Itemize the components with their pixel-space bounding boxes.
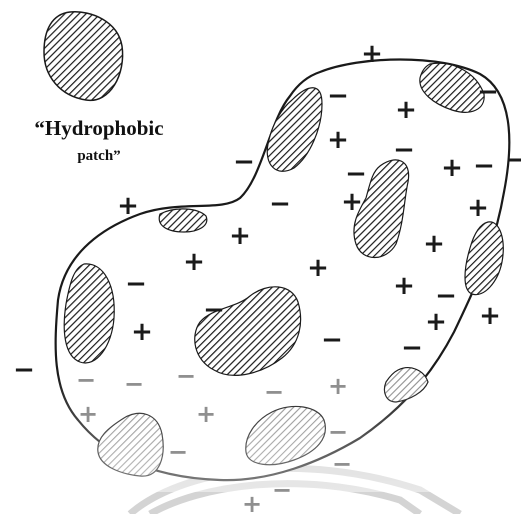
negative-charge: −	[13, 355, 35, 385]
legend-hydrophobic-patch	[44, 12, 123, 101]
positive-charge: +	[395, 95, 417, 125]
positive-charge: +	[441, 153, 463, 183]
positive-charge: +	[341, 187, 363, 217]
positive-charge: +	[229, 221, 251, 251]
negative-charge: −	[473, 151, 495, 181]
negative-charge: −	[76, 366, 96, 394]
hydrophobic-patch	[159, 209, 207, 232]
positive-charge: +	[328, 372, 348, 400]
negative-charge: −	[125, 269, 147, 299]
positive-charge: +	[307, 253, 329, 283]
legend-subtitle: patch”	[14, 148, 184, 165]
negative-charge: −	[124, 370, 144, 398]
negative-charge: −	[233, 147, 255, 177]
negative-charge: −	[203, 295, 225, 325]
positive-charge: +	[423, 229, 445, 259]
negative-charge: −	[328, 418, 348, 446]
positive-charge: +	[117, 191, 139, 221]
negative-charge: −	[505, 145, 521, 175]
negative-charge: −	[264, 378, 284, 406]
negative-charge: −	[321, 325, 343, 355]
positive-charge: +	[242, 490, 262, 514]
lower-fade	[40, 372, 480, 492]
positive-charge: +	[78, 400, 98, 428]
positive-charge: +	[479, 301, 501, 331]
positive-charge: +	[393, 271, 415, 301]
negative-charge: −	[176, 362, 196, 390]
legend-title: “Hydrophobic	[14, 116, 184, 141]
negative-charge: −	[477, 77, 499, 107]
negative-charge: −	[272, 476, 292, 504]
positive-charge: +	[361, 39, 383, 69]
negative-charge: −	[327, 81, 349, 111]
positive-charge: +	[196, 400, 216, 428]
positive-charge: +	[467, 193, 489, 223]
negative-charge: −	[269, 189, 291, 219]
negative-charge: −	[168, 438, 188, 466]
positive-charge: +	[131, 317, 153, 347]
positive-charge: +	[425, 307, 447, 337]
negative-charge: −	[401, 333, 423, 363]
negative-charge: −	[345, 159, 367, 189]
negative-charge: −	[393, 135, 415, 165]
negative-charge: −	[332, 450, 352, 478]
positive-charge: +	[327, 125, 349, 155]
positive-charge: +	[183, 247, 205, 277]
